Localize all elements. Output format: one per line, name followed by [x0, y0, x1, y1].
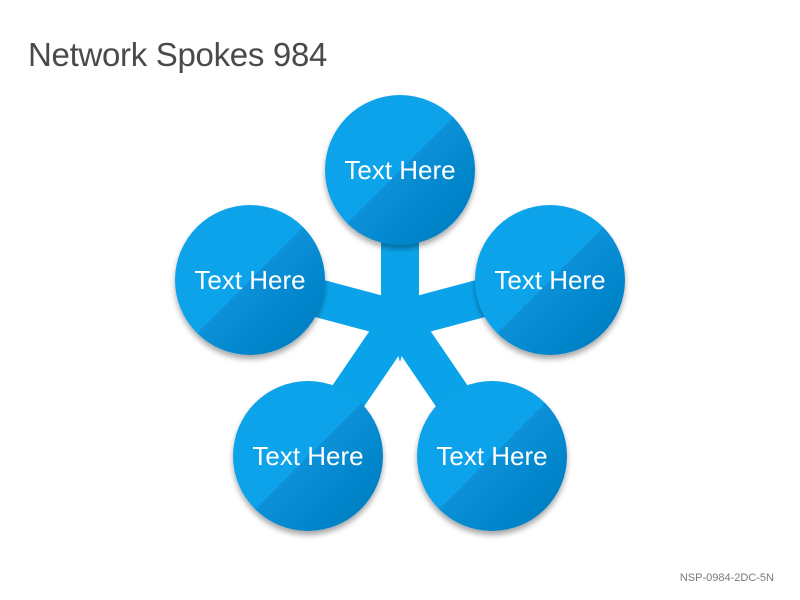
node-right[interactable]: Text Here	[475, 205, 625, 355]
node-top[interactable]: Text Here	[325, 95, 475, 245]
node-circle	[233, 381, 383, 531]
node-circle	[175, 205, 325, 355]
node-label: Text Here	[494, 265, 605, 295]
slide-title: Network Spokes 984	[28, 36, 328, 73]
node-circle	[475, 205, 625, 355]
node-label: Text Here	[344, 155, 455, 185]
node-circle	[325, 95, 475, 245]
node-bottom-left[interactable]: Text Here	[233, 381, 383, 531]
node-bottom-right[interactable]: Text Here	[417, 381, 567, 531]
node-left[interactable]: Text Here	[175, 205, 325, 355]
footer-code: NSP-0984-2DC-5N	[679, 572, 774, 584]
node-label: Text Here	[252, 441, 363, 471]
node-circle	[417, 381, 567, 531]
node-label: Text Here	[436, 441, 547, 471]
node-label: Text Here	[194, 265, 305, 295]
